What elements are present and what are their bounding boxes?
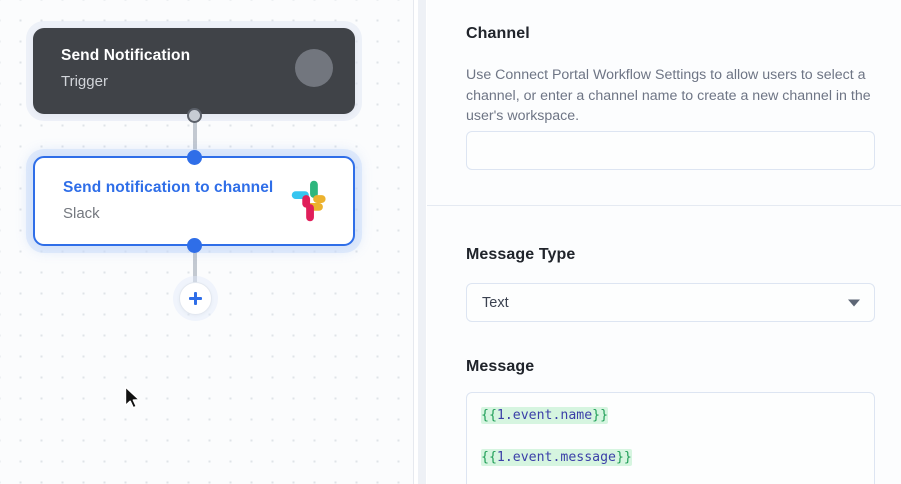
chevron-down-icon [848,299,860,306]
workflow-node-slack-action[interactable]: Send notification to channel Slack [33,156,355,246]
connector-slack-to-add [193,240,197,290]
trigger-node-title: Send Notification [61,47,191,64]
canvas-scrollbar[interactable] [418,0,426,484]
connector-dot-slack-out[interactable] [187,238,202,253]
channel-field-label: Channel [466,25,530,42]
connector-trigger-to-slack [193,110,197,160]
template-token: {{1.event.message}} [481,449,632,466]
message-token-line: {{1.event.message}} [481,448,860,468]
workflow-canvas[interactable]: Send Notification Trigger Send notificat… [0,0,413,484]
trigger-node-subtitle: Trigger [61,73,108,90]
channel-field-help: Use Connect Portal Workflow Settings to … [466,67,871,124]
message-type-selected-value: Text [482,294,509,311]
add-step-button[interactable] [179,282,212,315]
workflow-node-trigger[interactable]: Send Notification Trigger [33,28,355,114]
message-type-field-label: Message Type [466,246,576,263]
message-type-select[interactable]: Text [466,283,875,322]
message-textarea[interactable]: {{1.event.name}} {{1.event.message}} [466,392,875,484]
message-field-label: Message [466,358,535,375]
template-token: {{1.event.name}} [481,407,609,424]
channel-input[interactable] [466,131,875,170]
arrow-cursor [124,386,140,409]
slack-node-subtitle: Slack [63,205,100,222]
slack-icon [291,180,326,222]
message-token-line: {{1.event.name}} [481,406,860,426]
trigger-avatar-icon [295,49,333,87]
connector-dot-trigger-out[interactable] [187,108,202,123]
section-separator [427,205,901,206]
plus-icon-vertical [194,292,197,305]
panel-divider [413,0,414,484]
connector-dot-slack-in[interactable] [187,150,202,165]
config-panel: Channel Use Connect Portal Workflow Sett… [427,0,901,484]
slack-node-title: Send notification to channel [63,179,274,196]
